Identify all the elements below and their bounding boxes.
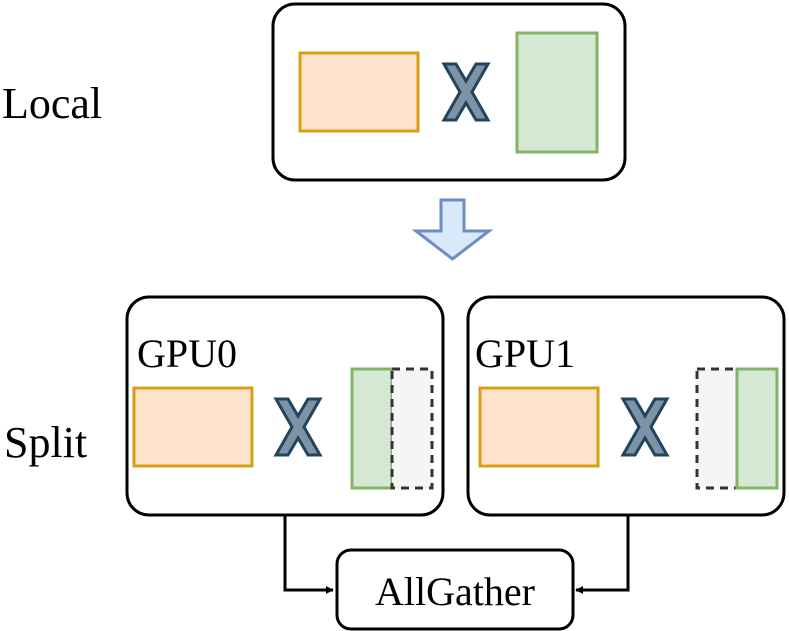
allgather-box: AllGather [335, 548, 575, 631]
split-row-label: Split [4, 418, 87, 467]
transform-down-arrow [411, 198, 494, 261]
gpu1-title: GPU1 [475, 331, 575, 376]
gpu0-box: GPU0 [125, 295, 445, 517]
gpu0-green-shard [350, 367, 394, 490]
allgather-label: AllGather [375, 569, 535, 614]
gpu1-orange-matrix [478, 386, 600, 468]
local-box [271, 2, 627, 182]
gpu0-to-allgather-connector [283, 515, 334, 594]
gpu0-orange-matrix [132, 386, 254, 468]
gpu0-title: GPU0 [137, 331, 237, 376]
local-row-label: Local [2, 79, 102, 128]
gpu1-to-allgather-connector [575, 515, 630, 594]
local-green-matrix [515, 31, 599, 154]
local-orange-matrix [298, 51, 420, 133]
gpu0-dashed-shard [390, 367, 434, 490]
allgather-box-frame [335, 548, 575, 631]
gpu1-dashed-shard [695, 367, 739, 490]
gpu1-green-shard [735, 367, 779, 490]
gpu1-box: GPU1 [466, 295, 786, 517]
